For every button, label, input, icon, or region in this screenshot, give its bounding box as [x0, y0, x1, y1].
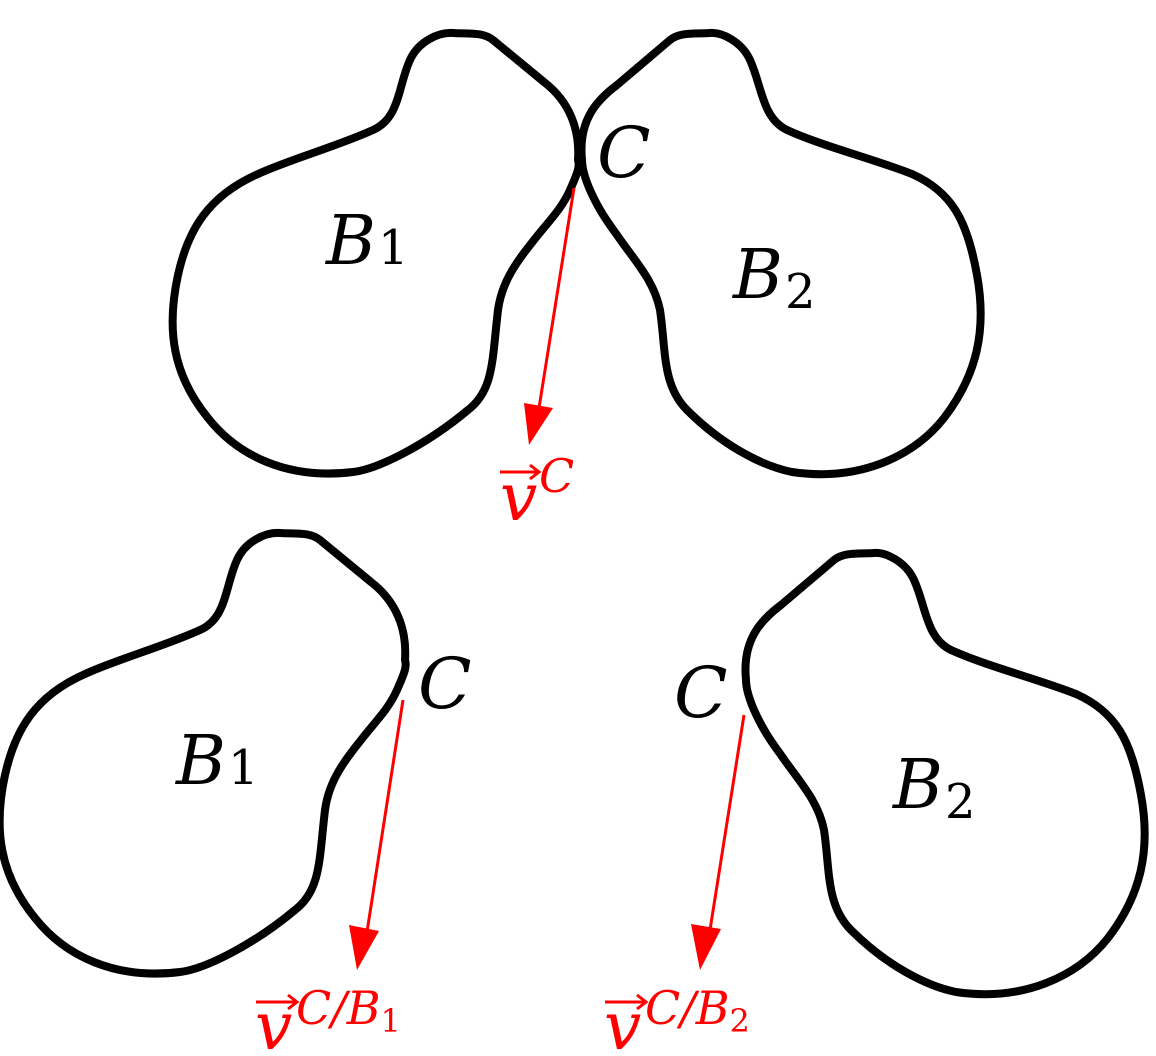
- bottom-right-velocity-symbol: v: [604, 988, 641, 1056]
- bottom-left-velocity-symbol: v: [255, 988, 292, 1056]
- bottom-right-velocity-arrow-shaft: [708, 714, 746, 931]
- bottom-right-velocity-arrow-head: [691, 924, 721, 970]
- top-velocity-label: v C: [500, 449, 574, 536]
- bottom-left-velocity-superscript: C/B1: [296, 981, 401, 1040]
- top-velocity-vector-tip: [529, 463, 542, 481]
- bottom-left-velocity-label: v C/B1: [255, 981, 401, 1056]
- top-assembly: B1 B2 C v C: [173, 33, 981, 536]
- top-body-b1-label: B1: [324, 202, 409, 281]
- bottom-right-body-b2-label: B2: [891, 746, 976, 830]
- bottom-right-contact-c-label: C: [674, 652, 728, 734]
- bottom-left-body-b1-label: B1: [174, 722, 259, 801]
- bottom-left-assembly: B1 C v C/B1: [0, 533, 472, 1056]
- top-velocity-superscript: C: [539, 449, 574, 503]
- top-velocity-arrow-shaft: [537, 187, 576, 409]
- bottom-right-velocity-vector-tip: [636, 993, 649, 1011]
- top-contact-c-label: C: [597, 112, 651, 194]
- bottom-right-velocity-label: v C/B2: [604, 981, 750, 1056]
- bottom-left-velocity-arrow-head: [349, 925, 379, 970]
- bottom-left-velocity-arrow-shaft: [365, 699, 405, 933]
- bottom-right-velocity-superscript: C/B2: [645, 981, 750, 1040]
- bottom-left-velocity-vector-tip: [287, 993, 300, 1011]
- bottom-left-contact-c-label: C: [418, 643, 472, 725]
- bottom-right-assembly: B2 C v C/B2: [604, 553, 1145, 1056]
- top-body-b2-label: B2: [731, 236, 816, 320]
- top-velocity-arrow-head: [524, 403, 553, 445]
